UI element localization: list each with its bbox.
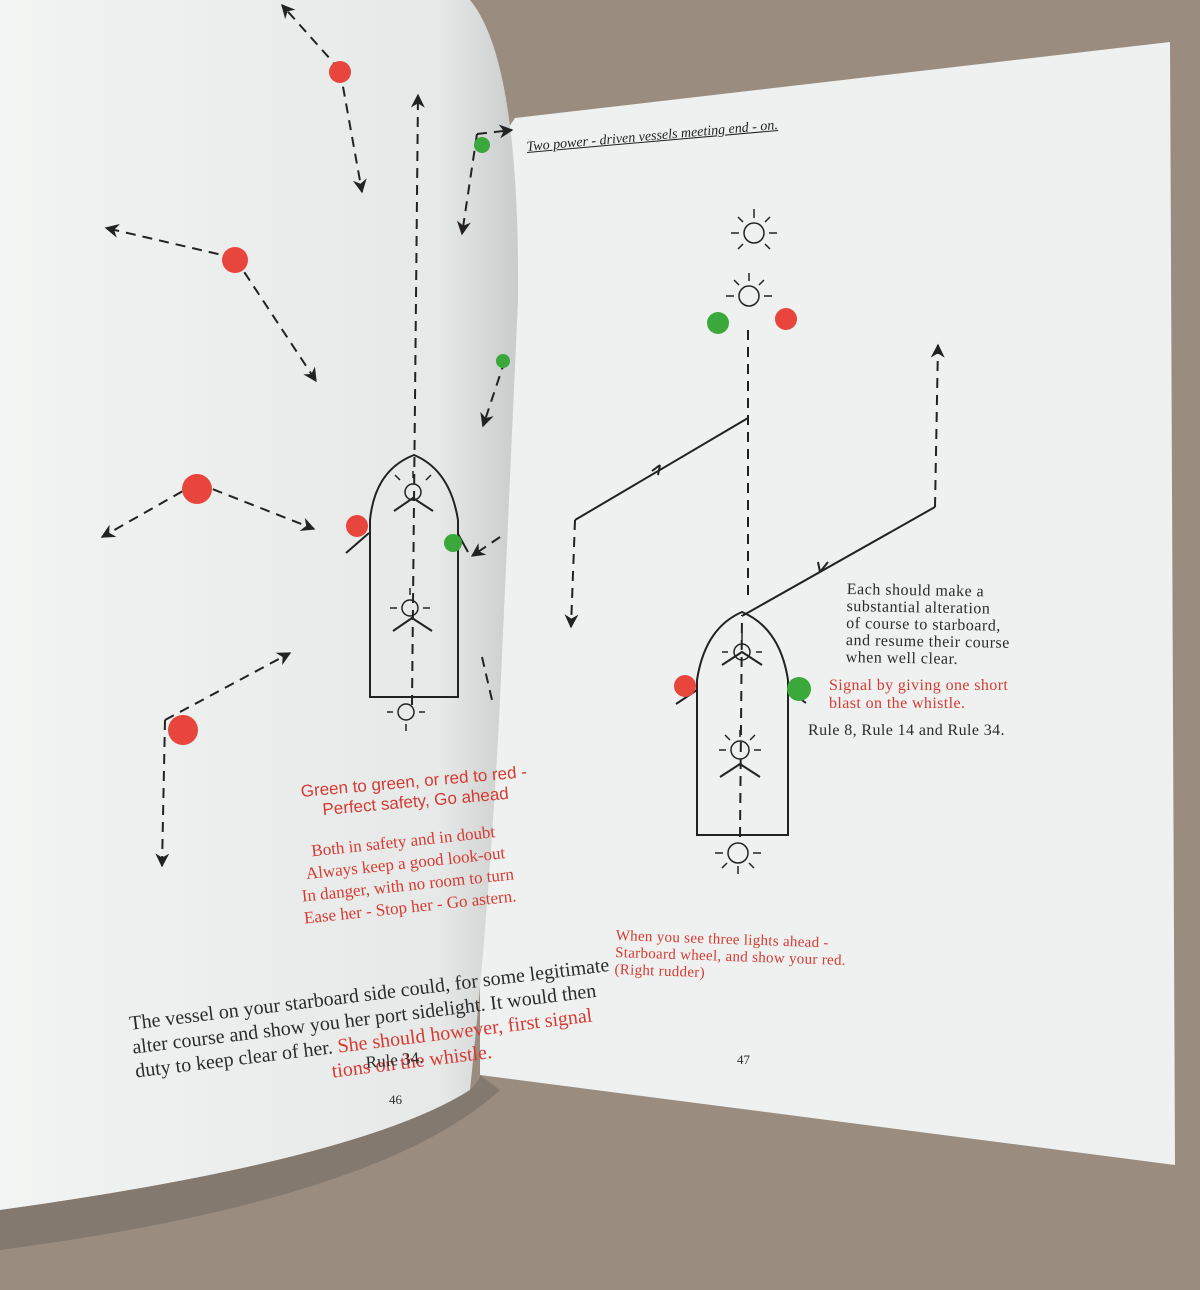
port-light-icon	[346, 515, 368, 537]
left-page	[0, 0, 519, 1210]
port-light-icon	[329, 61, 351, 83]
starboard-light-icon	[496, 354, 510, 368]
signal-line: Signal by giving one short	[829, 677, 1009, 694]
instruction-text: Each should make a substantial alteratio…	[846, 581, 1011, 669]
page-number: 47	[737, 1052, 750, 1067]
port-light-icon	[674, 675, 696, 697]
starboard-light-icon	[707, 312, 729, 334]
masthead-light-icon	[715, 209, 777, 874]
left-diagram	[100, 3, 514, 868]
port-light-icon	[168, 715, 198, 745]
right-page	[480, 42, 1175, 1165]
port-light-icon	[182, 474, 212, 504]
page-number: 46	[389, 1092, 402, 1107]
rules-reference: Rule 8, Rule 14 and Rule 34.	[808, 722, 1005, 739]
port-light-icon	[222, 247, 248, 273]
port-light-icon	[775, 308, 797, 330]
signal-line: blast on the whistle.	[829, 695, 966, 712]
starboard-light-icon	[787, 677, 811, 701]
three-lights-verse: When you see three lights ahead - Starbo…	[614, 928, 846, 987]
starboard-light-icon	[474, 137, 490, 153]
page-shadow	[0, 1075, 500, 1250]
own-vessel-hull	[696, 610, 789, 836]
left-diagram-lights	[168, 61, 510, 745]
right-diagram-lights	[674, 209, 811, 874]
signal-text: Signal by giving one short blast on the …	[829, 677, 1008, 713]
instruction-line: when well clear.	[845, 648, 959, 668]
starboard-light-icon	[444, 534, 462, 552]
masthead-light-icon	[387, 471, 432, 731]
own-vessel-hull	[369, 453, 459, 698]
